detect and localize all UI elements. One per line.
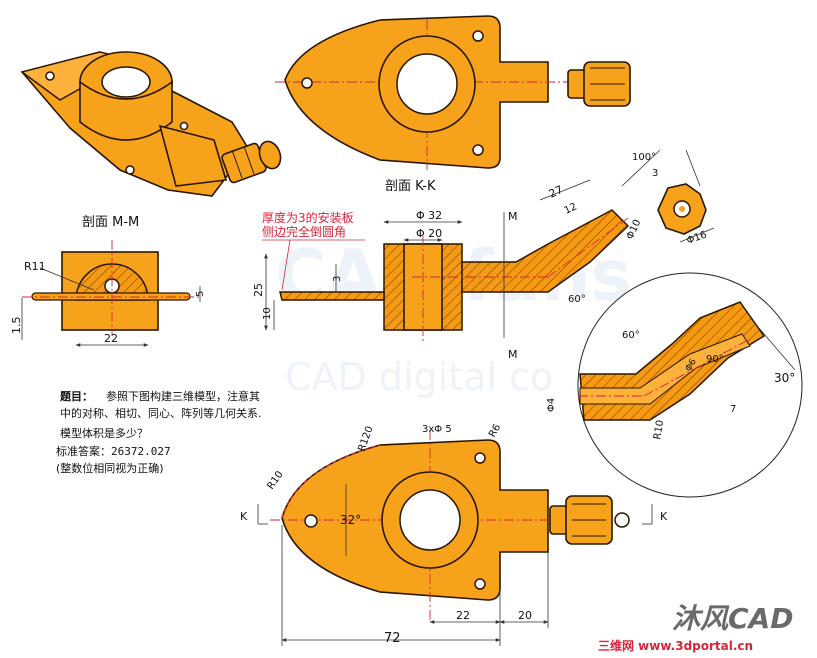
svg-text:72: 72 <box>384 631 401 646</box>
svg-text:22: 22 <box>104 332 118 345</box>
svg-text:7: 7 <box>730 404 736 415</box>
svg-text:20: 20 <box>518 609 532 622</box>
svg-text:27: 27 <box>547 183 565 201</box>
bottom-nut <box>549 495 630 545</box>
svg-text:60°: 60° <box>622 330 640 341</box>
question-block: 题目： 参照下图构建三维模型，注意其 中的对称、相切、同心、阵列等几何关系. 模… <box>56 389 262 475</box>
svg-text:M: M <box>508 348 518 361</box>
svg-text:30°: 30° <box>774 371 795 385</box>
question-line-1: 参照下图构建三维模型，注意其 <box>106 389 260 403</box>
note-line-1: 厚度为3的安装板 <box>262 210 354 225</box>
kk-caption: 剖面 K-K <box>385 179 436 194</box>
question-note: (整数位相同视为正确) <box>56 461 164 475</box>
section-mm: 剖面 M-M 22 R11 5 1.5 <box>10 215 206 347</box>
iso-knurled-nut <box>221 140 282 184</box>
main-section: 厚度为3的安装板 侧边完全倒圆角 Φ 32 Φ 20 25 10 3 M M 6… <box>252 179 644 361</box>
question-answer: 标准答案：26372.027 <box>56 444 171 458</box>
svg-text:R11: R11 <box>24 260 46 273</box>
svg-text:CAD digital co: CAD digital co <box>285 355 553 399</box>
svg-text:12: 12 <box>563 201 579 216</box>
svg-text:K: K <box>660 510 668 523</box>
question-line-3: 模型体积是多少？ <box>60 426 148 440</box>
svg-text:R10: R10 <box>652 419 666 440</box>
svg-text:100°: 100° <box>632 152 656 163</box>
svg-text:M: M <box>508 210 518 223</box>
svg-text:3: 3 <box>652 168 658 179</box>
svg-text:Φ 32: Φ 32 <box>416 209 442 222</box>
svg-text:10: 10 <box>262 307 273 320</box>
svg-text:32°: 32° <box>340 513 361 527</box>
svg-text:R10: R10 <box>265 469 285 491</box>
svg-text:Φ 20: Φ 20 <box>416 227 442 240</box>
question-title: 题目： <box>60 390 93 403</box>
note-line-2: 侧边完全倒圆角 <box>262 224 346 239</box>
svg-text:1.5: 1.5 <box>10 317 23 335</box>
kk-nut <box>567 61 631 107</box>
svg-text:Φ10: Φ10 <box>625 218 644 241</box>
bottom-view-k: 32° 72 22 20 R120 3xΦ 5 R6 R10 K K <box>240 422 668 646</box>
mm-caption: 剖面 M-M <box>82 215 139 230</box>
top-view-kk: 剖面 K-K <box>275 15 631 194</box>
svg-text:R6: R6 <box>487 422 503 439</box>
question-line-2: 中的对称、相切、同心、阵列等几何关系. <box>60 406 262 420</box>
svg-text:25: 25 <box>252 283 265 297</box>
isometric-view <box>20 51 282 197</box>
svg-text:5: 5 <box>195 291 206 297</box>
nut-detail: 100° 3 Φ16 <box>621 149 715 247</box>
svg-text:三维网 www.3dportal.cn: 三维网 www.3dportal.cn <box>598 638 753 653</box>
site-logo: 沐风CAD 三维网 www.3dportal.cn <box>598 602 793 653</box>
svg-text:60°: 60° <box>568 294 586 305</box>
svg-text:K: K <box>240 510 248 523</box>
detail-circle: 60° 90° Φ6 Φ4 7 R10 30° <box>546 272 803 498</box>
svg-text:3: 3 <box>332 276 343 282</box>
svg-text:3xΦ 5: 3xΦ 5 <box>422 424 452 435</box>
svg-text:Φ4: Φ4 <box>546 398 557 412</box>
svg-text:90°: 90° <box>706 354 724 365</box>
svg-text:22: 22 <box>456 609 470 622</box>
svg-text:沐风CAD: 沐风CAD <box>672 602 793 635</box>
